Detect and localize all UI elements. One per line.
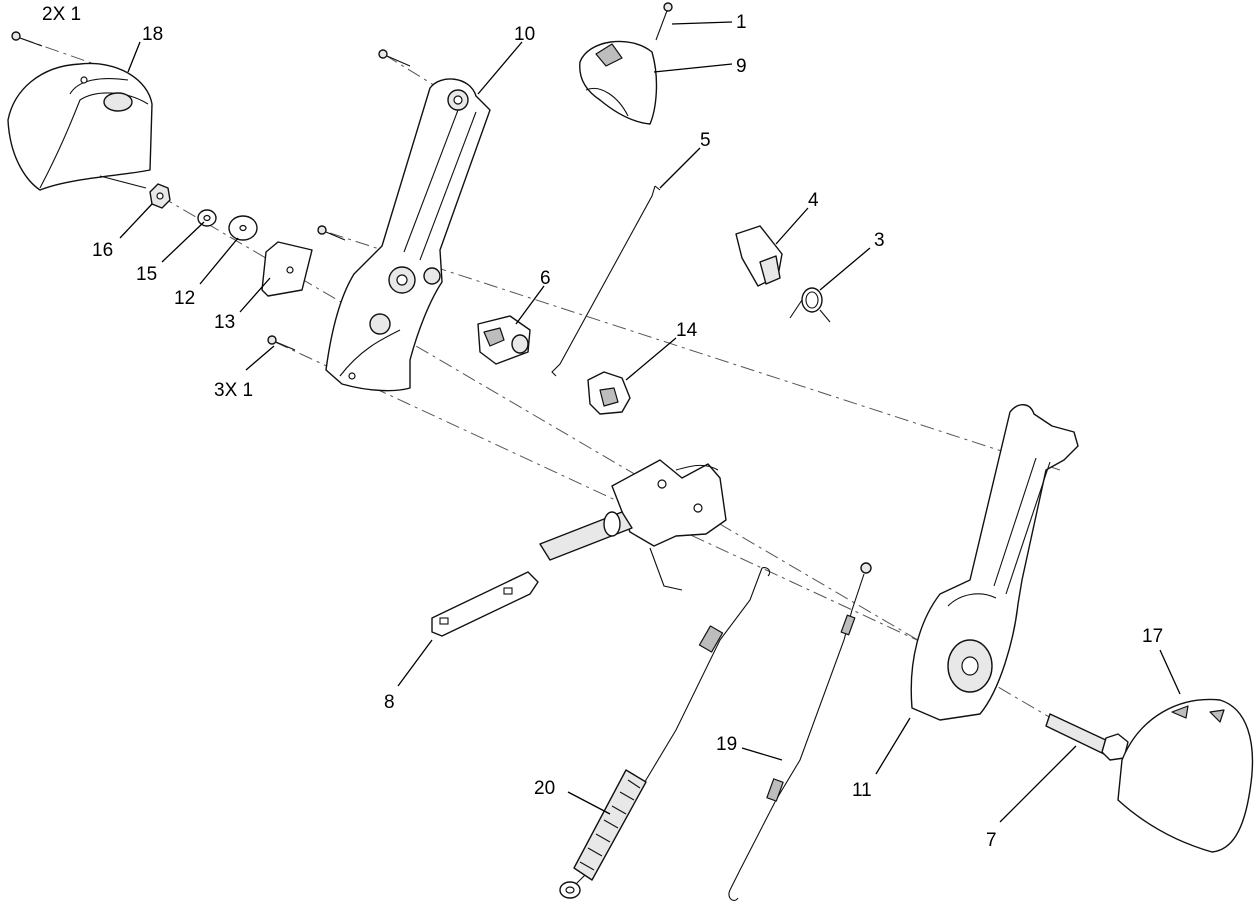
callout-15: 15 bbox=[136, 264, 157, 285]
part-1-screw-left bbox=[11, 31, 43, 47]
callout-14: 14 bbox=[676, 320, 698, 341]
part-7-bolt bbox=[1045, 713, 1129, 761]
part-16-nut bbox=[149, 183, 171, 209]
callout-5: 5 bbox=[700, 130, 711, 151]
part-5-rod bbox=[551, 185, 661, 377]
callout-13: 13 bbox=[214, 312, 235, 333]
callout-8: 8 bbox=[384, 692, 395, 713]
callout-10: 10 bbox=[514, 24, 535, 45]
callout-4: 4 bbox=[808, 190, 819, 211]
leader-lines bbox=[119, 21, 1181, 823]
part-14-clip bbox=[587, 371, 631, 415]
part-12-washer bbox=[228, 215, 258, 241]
callout-labels: 2X 1 18 10 1 9 5 4 3 16 15 12 13 6 14 3X… bbox=[42, 4, 1163, 851]
callout-17: 17 bbox=[1142, 626, 1163, 647]
callout-20: 20 bbox=[534, 778, 555, 799]
part-1-screw-lever bbox=[267, 49, 411, 351]
part-13-plate bbox=[261, 241, 313, 297]
callout-3: 3 bbox=[874, 230, 885, 251]
part-20-spring-cable bbox=[559, 567, 771, 899]
part-18-left-cover bbox=[7, 62, 153, 191]
part-10-lever-arm bbox=[325, 78, 491, 392]
part-6-bushing bbox=[477, 315, 531, 365]
callout-19: 19 bbox=[716, 734, 737, 755]
part-8-bracket-shaft bbox=[431, 459, 727, 637]
callout-6: 6 bbox=[540, 268, 551, 289]
part-9-knob-cap bbox=[579, 2, 673, 125]
part-17-right-cover bbox=[1117, 698, 1254, 853]
callout-16: 16 bbox=[92, 240, 113, 261]
callout-3x1: 3X 1 bbox=[214, 380, 253, 401]
part-11-right-lever bbox=[910, 404, 1079, 721]
callout-12: 12 bbox=[174, 288, 195, 309]
part-4-latch bbox=[735, 225, 783, 287]
part-3-spring bbox=[789, 287, 831, 323]
callout-7: 7 bbox=[986, 830, 997, 851]
callout-9: 9 bbox=[736, 56, 747, 77]
callout-2x1: 2X 1 bbox=[42, 4, 81, 25]
callout-11: 11 bbox=[852, 780, 872, 801]
callout-1: 1 bbox=[736, 12, 747, 33]
part-15-washer bbox=[197, 209, 217, 227]
part-19-cable bbox=[728, 562, 872, 901]
callout-18: 18 bbox=[142, 24, 163, 45]
